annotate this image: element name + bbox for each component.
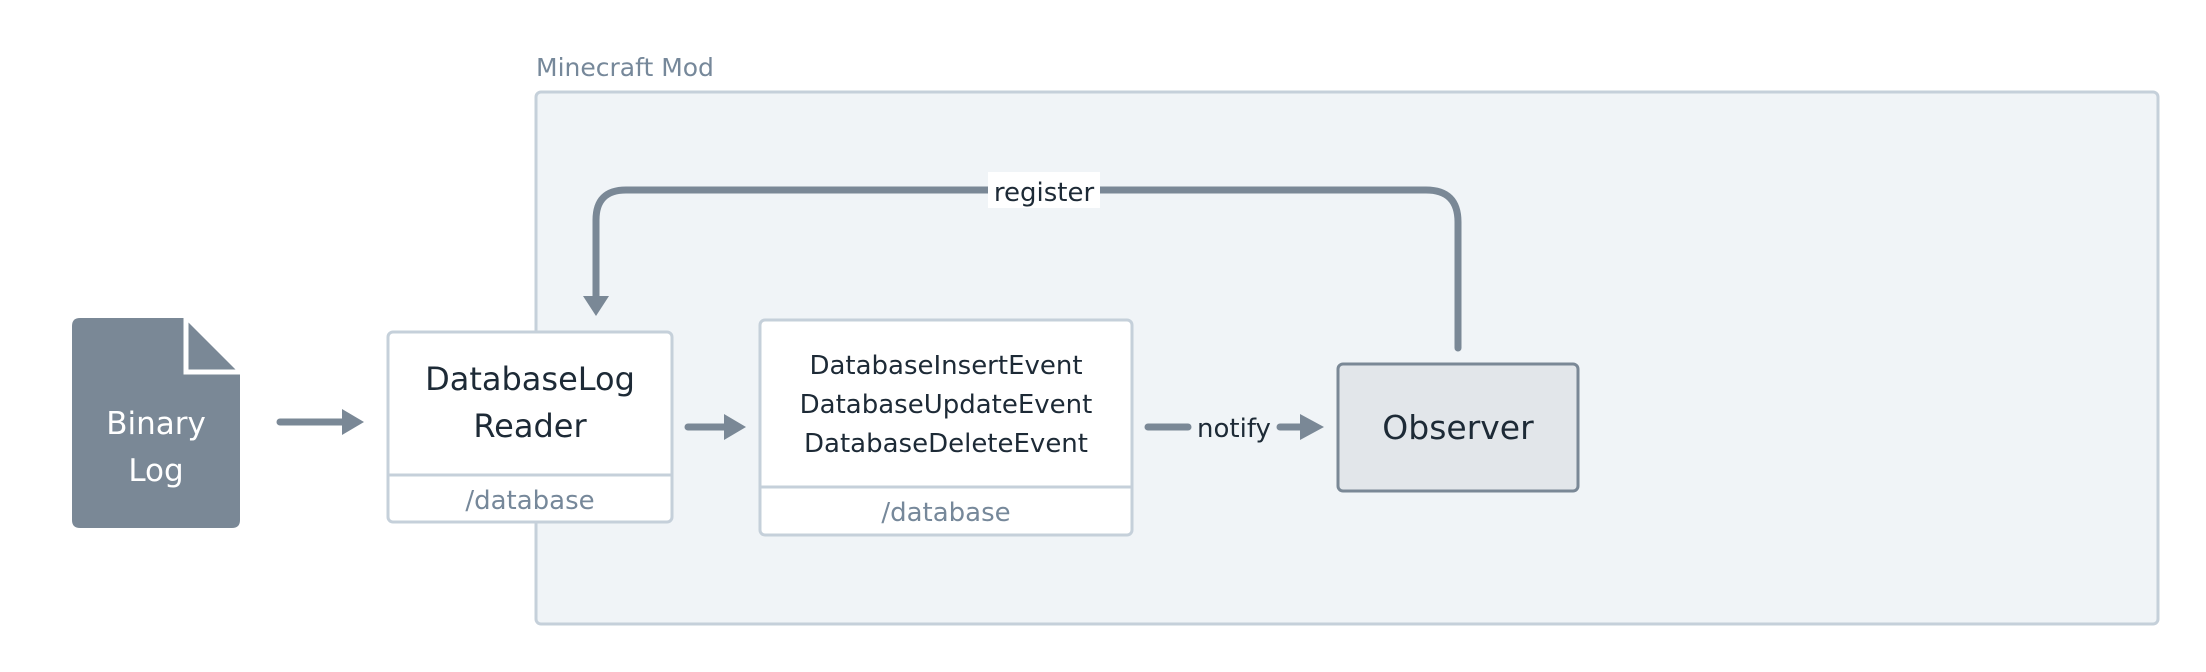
event-label-insert: DatabaseInsertEvent <box>809 351 1082 381</box>
reader-label-line-2: Reader <box>473 407 587 445</box>
reader-label-line-1: DatabaseLog <box>425 360 635 398</box>
notify-label: notify <box>1197 414 1271 444</box>
arrow-head <box>342 409 364 435</box>
arrow-head <box>583 296 609 316</box>
binary-log-label-line-1: Binary <box>106 406 206 442</box>
document-fold-corner <box>183 318 240 375</box>
observer-node: Observer <box>1336 362 1580 493</box>
arrow-reader-to-events <box>684 414 746 440</box>
observer-box <box>1336 362 1580 493</box>
reader-path-label: /database <box>465 486 594 516</box>
arrow-register: register <box>583 172 1462 352</box>
event-label-update: DatabaseUpdateEvent <box>800 390 1093 420</box>
database-events-node: DatabaseInsertEvent DatabaseUpdateEvent … <box>758 318 1134 537</box>
binary-log-node: Binary Log <box>72 318 240 528</box>
arrow-notify: notify <box>1144 414 1324 444</box>
observer-label: Observer <box>1382 408 1534 447</box>
arrow-binarylog-to-reader <box>276 409 364 435</box>
database-log-reader-node: DatabaseLog Reader /database <box>386 330 674 524</box>
binary-log-label-line-2: Log <box>128 453 183 489</box>
event-label-delete: DatabaseDeleteEvent <box>804 429 1088 459</box>
register-label-background <box>988 172 1100 208</box>
arrow-head <box>724 414 746 440</box>
events-path-label: /database <box>881 498 1010 528</box>
minecraft-mod-title: Minecraft Mod <box>536 53 714 82</box>
register-label: register <box>994 178 1095 208</box>
events-box <box>758 318 1134 537</box>
arrow-head <box>1300 414 1324 440</box>
